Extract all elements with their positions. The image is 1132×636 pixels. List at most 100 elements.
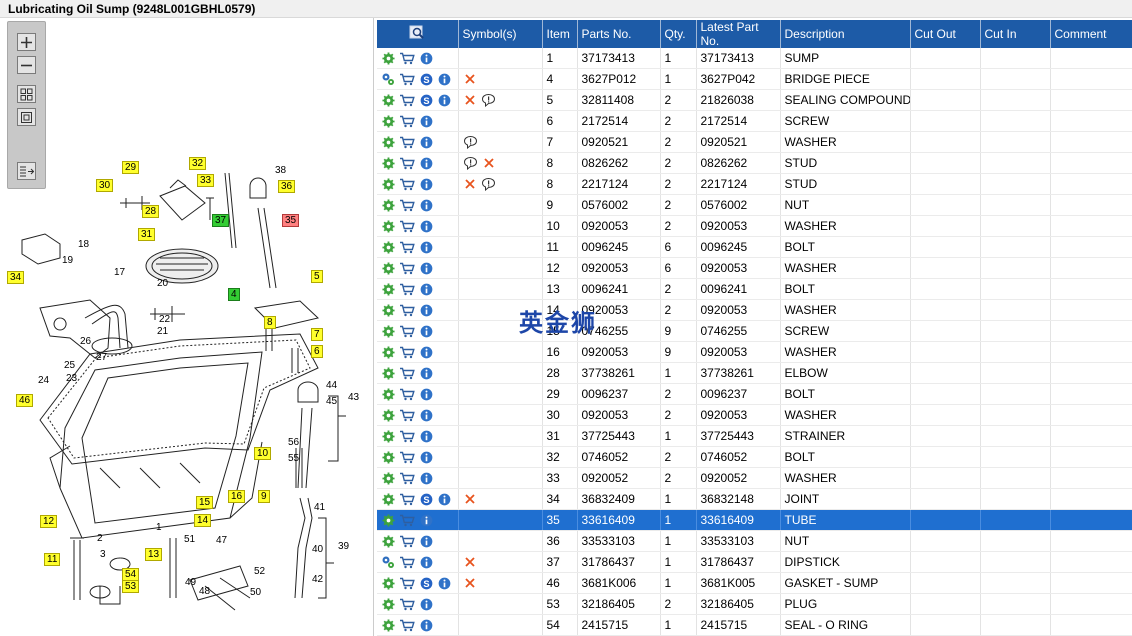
info-icon[interactable]: [419, 261, 433, 275]
column-header-description[interactable]: Description: [780, 20, 911, 48]
callout-10[interactable]: 10: [254, 447, 272, 460]
gear-icon[interactable]: [381, 576, 395, 590]
callout-31[interactable]: 31: [138, 228, 156, 241]
zoom-in-button[interactable]: [17, 33, 36, 51]
callout-1[interactable]: 1: [156, 522, 162, 533]
info-icon[interactable]: [419, 135, 433, 149]
supersession-icon[interactable]: S: [419, 576, 433, 590]
cart-icon[interactable]: [399, 324, 415, 338]
gear-icon[interactable]: [381, 471, 395, 485]
zoom-out-button[interactable]: [17, 56, 36, 74]
cart-icon[interactable]: [399, 177, 415, 191]
cart-icon[interactable]: [399, 555, 415, 569]
column-header-actions[interactable]: [377, 20, 459, 48]
cart-icon[interactable]: [399, 618, 415, 632]
cart-icon[interactable]: [399, 156, 415, 170]
gear-icon[interactable]: [381, 282, 395, 296]
info-icon[interactable]: [419, 240, 433, 254]
callout-54[interactable]: 54: [122, 568, 140, 581]
callout-5[interactable]: 5: [311, 270, 323, 283]
info-icon[interactable]: [437, 72, 451, 86]
callout-34[interactable]: 34: [7, 271, 25, 284]
info-icon[interactable]: [419, 303, 433, 317]
info-icon[interactable]: [419, 156, 433, 170]
callout-4[interactable]: 4: [228, 288, 240, 301]
callout-56[interactable]: 56: [288, 437, 300, 448]
gear-icon[interactable]: [381, 177, 395, 191]
gear-icon[interactable]: [381, 51, 395, 65]
cart-icon[interactable]: [399, 429, 415, 443]
callout-20[interactable]: 20: [157, 278, 169, 289]
callout-53[interactable]: 53: [122, 580, 140, 593]
info-icon[interactable]: [419, 177, 433, 191]
callout-51[interactable]: 51: [184, 534, 196, 545]
callout-30[interactable]: 30: [96, 179, 114, 192]
callout-39[interactable]: 39: [338, 541, 350, 552]
gear-icon[interactable]: [381, 513, 395, 527]
cart-icon[interactable]: [399, 303, 415, 317]
column-header-qty[interactable]: Qty.: [660, 20, 697, 48]
fit-all-button[interactable]: [17, 85, 36, 103]
callout-28[interactable]: 28: [142, 205, 160, 218]
callout-47[interactable]: 47: [216, 535, 228, 546]
info-icon[interactable]: [419, 345, 433, 359]
callout-2[interactable]: 2: [97, 533, 103, 544]
gear-icon[interactable]: [381, 429, 395, 443]
callout-44[interactable]: 44: [326, 380, 338, 391]
gear-icon[interactable]: [381, 198, 395, 212]
info-icon[interactable]: [437, 492, 451, 506]
cart-icon[interactable]: [399, 240, 415, 254]
callout-45[interactable]: 45: [326, 396, 338, 407]
column-header-parts-no[interactable]: Parts No.: [577, 20, 661, 48]
gear-icon[interactable]: [381, 492, 395, 506]
info-icon[interactable]: [419, 114, 433, 128]
cart-icon[interactable]: [399, 219, 415, 233]
callout-49[interactable]: 49: [185, 577, 197, 588]
info-icon[interactable]: [419, 513, 433, 527]
search-icon[interactable]: [409, 25, 425, 40]
callout-36[interactable]: 36: [278, 180, 296, 193]
cart-icon[interactable]: [399, 114, 415, 128]
gear-icon[interactable]: [381, 534, 395, 548]
gears-icon[interactable]: [381, 72, 395, 86]
cart-icon[interactable]: [399, 282, 415, 296]
supersession-icon[interactable]: S: [419, 492, 433, 506]
callout-16[interactable]: 16: [228, 490, 246, 503]
callout-50[interactable]: 50: [250, 587, 262, 598]
gear-icon[interactable]: [381, 366, 395, 380]
callout-9[interactable]: 9: [258, 490, 270, 503]
cart-icon[interactable]: [399, 450, 415, 464]
callout-23[interactable]: 23: [66, 373, 78, 384]
callout-3[interactable]: 3: [100, 549, 106, 560]
callout-22[interactable]: 22: [159, 314, 171, 325]
gear-icon[interactable]: [381, 303, 395, 317]
info-icon[interactable]: [419, 282, 433, 296]
gear-icon[interactable]: [381, 240, 395, 254]
callout-46[interactable]: 46: [16, 394, 34, 407]
info-icon[interactable]: [419, 534, 433, 548]
exploded-diagram-pane[interactable]: 29 30 32 33 28 37 38 36 35 31 18 19 17 3…: [0, 18, 374, 636]
supersession-icon[interactable]: S: [419, 93, 433, 107]
info-icon[interactable]: [419, 324, 433, 338]
cart-icon[interactable]: [399, 576, 415, 590]
info-icon[interactable]: [419, 408, 433, 422]
callout-37[interactable]: 37: [212, 214, 230, 227]
callout-17[interactable]: 17: [114, 267, 126, 278]
callout-25[interactable]: 25: [64, 360, 76, 371]
callout-18[interactable]: 18: [78, 239, 90, 250]
callout-42[interactable]: 42: [312, 574, 324, 585]
info-icon[interactable]: [437, 576, 451, 590]
info-icon[interactable]: [419, 450, 433, 464]
callout-33[interactable]: 33: [197, 174, 215, 187]
